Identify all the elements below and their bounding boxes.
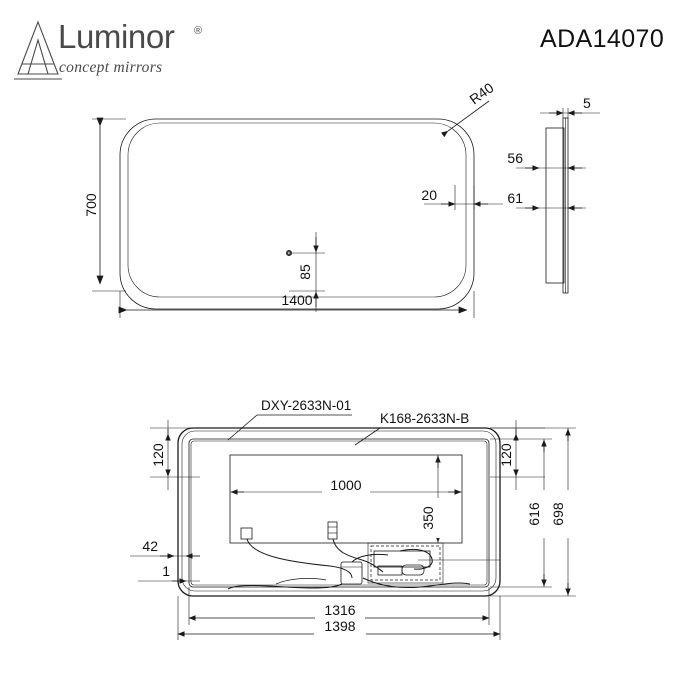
dimension-label-panel-height: 350 [420, 506, 436, 530]
dimension-glass-thickness-5: 5 [540, 95, 600, 118]
wire-connector [327, 521, 338, 540]
dimension-outer-height-698: 698 [490, 427, 576, 597]
callout-label-k168: K168-2633N-B [380, 411, 469, 426]
mirror-inner-face [127, 122, 467, 298]
luminor-triangle-logo [14, 20, 62, 80]
cable-strap [275, 577, 327, 585]
dimension-width-1400: 1400 [118, 291, 475, 318]
led-driver-box [367, 542, 444, 584]
dimension-label-glass-thickness: 5 [583, 95, 591, 111]
dimension-label-sensor-offset: 85 [297, 264, 313, 280]
dimension-led-band-20: 20 [421, 185, 503, 210]
dimension-depth-56: 56 [507, 150, 586, 171]
dimension-top-offset-left-120: 120 [150, 420, 200, 490]
capacitor-module [401, 564, 425, 576]
dimension-label-depth-inner: 56 [507, 150, 523, 166]
rear-frame-opening [188, 438, 490, 588]
dimension-edge-gap-1: 1 [138, 563, 200, 584]
dimension-left-inset-42: 42 [130, 538, 200, 559]
dimension-label-depth-outer: 61 [507, 190, 523, 206]
rear-frame-inner-edge [181, 430, 497, 592]
dimension-label-edge-gap: 1 [162, 563, 170, 579]
brand-registered-mark: ® [194, 25, 202, 37]
header-logo [14, 20, 62, 80]
wiring-harness [227, 538, 471, 590]
dimension-inner-height-616: 616 [490, 438, 552, 588]
dimension-height-700: 700 [83, 117, 126, 292]
callout-dxy: DXY-2633N-01 [227, 398, 352, 441]
dimension-label-left-inset: 42 [142, 538, 158, 554]
dimension-label-outer-width: 1398 [324, 618, 355, 634]
backing-panel [229, 454, 463, 544]
touch-sensor-pad [240, 527, 253, 540]
brand-name: Luminor [58, 18, 175, 55]
brand-tagline: concept mirrors [59, 59, 162, 76]
dimension-label-top-offset-left: 120 [150, 443, 166, 467]
dimension-outer-width-1398: 1398 [177, 596, 501, 640]
dimension-panel-height-350: 350 [420, 455, 441, 543]
dimension-label-top-offset-right: 120 [498, 443, 514, 467]
dimension-label-height: 700 [83, 193, 99, 217]
dimension-label-width: 1400 [281, 292, 312, 308]
rear-assembly-view: 1000 350 [130, 398, 576, 640]
side-section-view: 5 56 61 [507, 95, 600, 294]
led-driver-box-dashed [370, 545, 441, 581]
page-title: ADA14070 [540, 25, 664, 53]
dimension-label-inner-height: 616 [526, 502, 542, 526]
dimension-label-panel-width: 1000 [330, 477, 361, 493]
front-elevation-view: 700 1400 R40 20 [83, 79, 503, 318]
callout-label-dxy: DXY-2633N-01 [261, 398, 351, 413]
dimension-sensor-offset-85: 85 [289, 232, 325, 312]
side-back-plate [545, 127, 565, 284]
dimension-inner-width-1316: 1316 [188, 587, 490, 625]
rear-outer-frame [177, 427, 501, 597]
dimension-panel-width-1000: 1000 [230, 477, 462, 495]
callout-k168: K168-2633N-B [354, 411, 487, 446]
dimension-depth-61: 61 [507, 190, 586, 211]
dimension-label-outer-height: 698 [550, 502, 566, 526]
power-supply-box [340, 561, 363, 585]
dimension-label-led-band: 20 [421, 187, 437, 203]
dimension-label-inner-width: 1316 [324, 602, 355, 618]
